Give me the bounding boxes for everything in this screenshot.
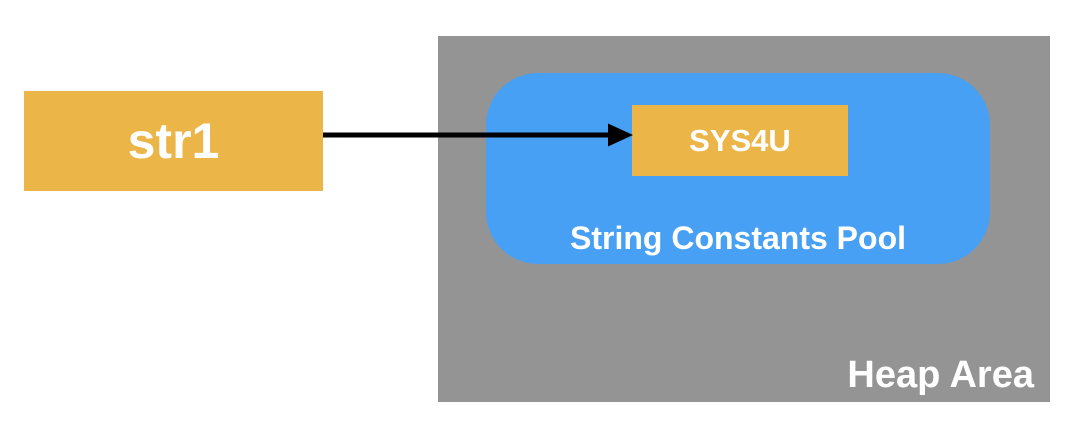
string-constants-pool-label: String Constants Pool bbox=[570, 220, 906, 256]
string-constants-pool: SYS4U String Constants Pool bbox=[486, 73, 990, 264]
heap-area: SYS4U String Constants Pool Heap Area bbox=[438, 36, 1050, 402]
reference-arrow-head bbox=[608, 123, 633, 147]
str1-variable-label: str1 bbox=[127, 113, 220, 169]
reference-arrow bbox=[323, 123, 633, 147]
string-literal-box: SYS4U bbox=[632, 105, 848, 176]
heap-area-label: Heap Area bbox=[847, 354, 1034, 396]
string-literal-label: SYS4U bbox=[689, 123, 791, 158]
str1-variable-box: str1 bbox=[24, 91, 323, 191]
